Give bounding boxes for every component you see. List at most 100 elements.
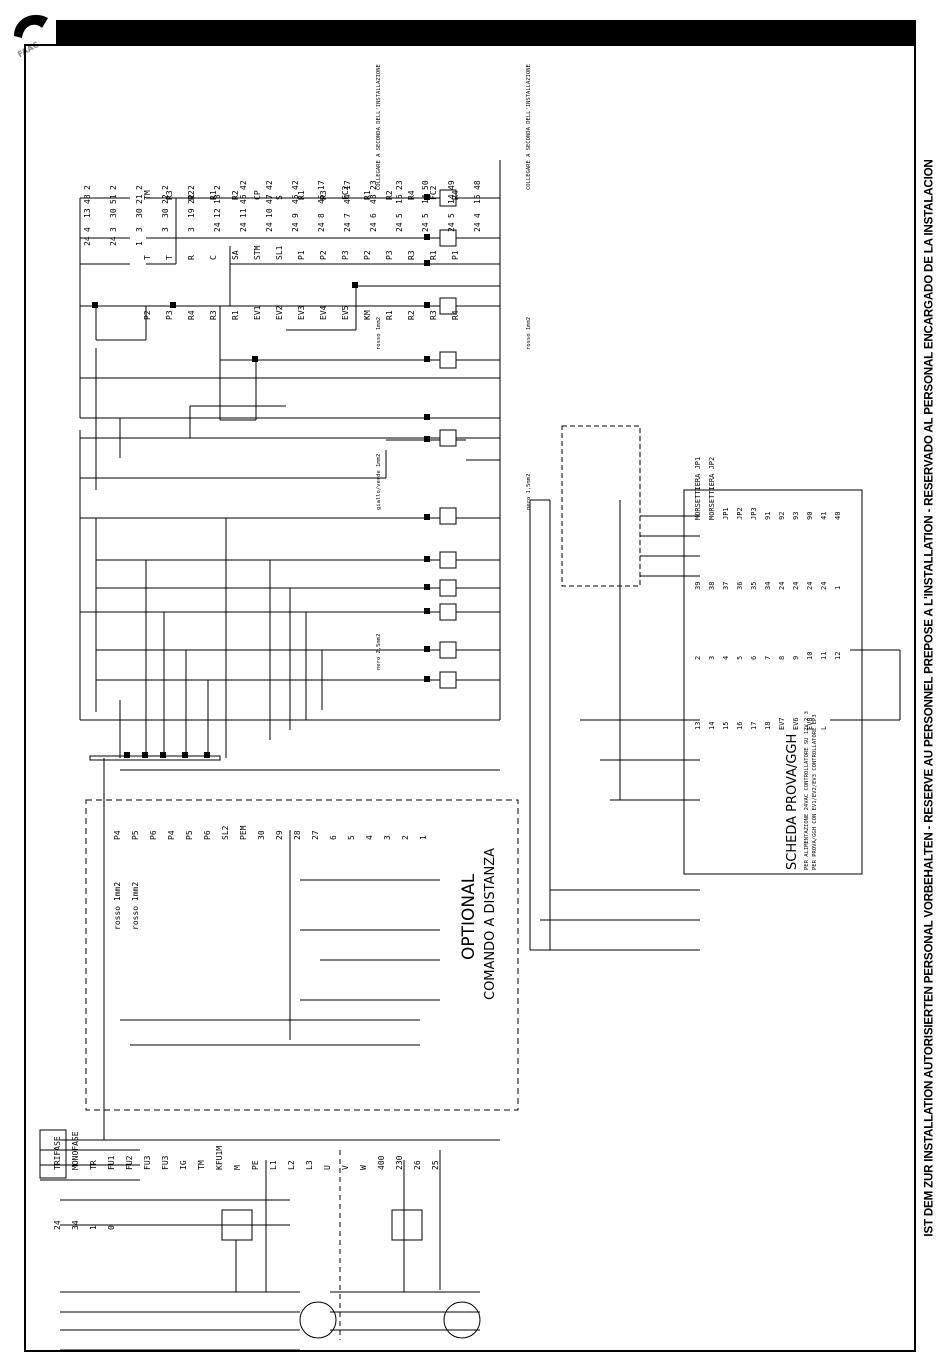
board-label: 36 [736, 582, 744, 590]
board-label: EV8 [806, 717, 814, 730]
net-label: 45 [291, 194, 300, 204]
optional-label: 2 [401, 835, 410, 840]
components-label: R1 [297, 190, 306, 200]
net-label: 24 [369, 222, 378, 232]
net-label: 3 [109, 227, 118, 232]
net-label: 30 [135, 208, 144, 218]
net-label: 13 [83, 208, 92, 218]
component-boxes [439, 189, 457, 689]
power-label: 34 [71, 1220, 80, 1230]
optional-label: rosso 1mm2 [131, 882, 140, 930]
net-label: 3 [135, 227, 144, 232]
optional-label: P5 [185, 830, 194, 840]
board-label: 35 [750, 582, 758, 590]
net-label: 14 [421, 194, 430, 204]
components-label: T [165, 255, 174, 260]
net-label: 18 [213, 194, 222, 204]
power-label: IG [179, 1160, 188, 1170]
net-label: 24 [395, 222, 404, 232]
board-label: 12 [834, 652, 842, 660]
components-label: EV3 [297, 305, 306, 320]
board-label: JP2 [736, 507, 744, 520]
board-label: 6 [750, 656, 758, 660]
power-label: 24 [53, 1220, 62, 1230]
net-label: 42 [291, 180, 300, 190]
power-label: FU3 [161, 1155, 170, 1170]
optional-label: P4 [167, 830, 176, 840]
net-label: 48 [473, 180, 482, 190]
power-label: PE [251, 1160, 260, 1170]
board-label: MORSETTIERA JP2 [708, 457, 716, 520]
board-label: 91 [764, 512, 772, 520]
net-label: 16 [395, 194, 404, 204]
optional-subtitle: COMANDO A DISTANZA [483, 848, 498, 1000]
net-label: 43 [369, 194, 378, 204]
optional-label: SL2 [221, 825, 230, 840]
power-label: W [359, 1165, 368, 1170]
small-notes-label: COLLEGARE A SECONDA DELL'INSTALLAZIONE [376, 64, 382, 190]
net-label: 22 [187, 194, 196, 204]
power-label: KFU1M [215, 1146, 224, 1170]
power-label: V [341, 1165, 350, 1170]
net-label: 1 [135, 241, 144, 246]
net-label: 2 [213, 185, 222, 190]
components-label: SA [231, 250, 240, 260]
optional-label: 28 [293, 830, 302, 840]
board-label: 1 [834, 586, 842, 590]
net-label: 7 [343, 213, 352, 218]
components-label: R4 [407, 190, 416, 200]
net-label: 3 [161, 227, 170, 232]
net-label: 2 [161, 185, 170, 190]
net-label: 46 [239, 194, 248, 204]
optional-title: OPTIONAL [459, 873, 479, 960]
components-label: CP [253, 190, 262, 200]
board-label: 10 [806, 652, 814, 660]
net-label: 5 [447, 213, 456, 218]
net-label: 19 [187, 208, 196, 218]
components-label: R1 [429, 250, 438, 260]
board-label: 16 [736, 722, 744, 730]
net-label: 24 [109, 236, 118, 246]
optional-label: P5 [131, 830, 140, 840]
net-label: 22 [161, 194, 170, 204]
components-label: FC2 [341, 185, 350, 200]
components-label: R [187, 255, 196, 260]
net-label: 24 [291, 222, 300, 232]
net-label: 5 [395, 213, 404, 218]
components-label: T [143, 255, 152, 260]
net-label: 48 [83, 194, 92, 204]
components-label: R3 [165, 190, 174, 200]
optional-label: 1 [419, 835, 428, 840]
net-label: 49 [447, 180, 456, 190]
net-label: 42 [265, 180, 274, 190]
power-label: 0 [107, 1225, 116, 1230]
board-label: 2 [694, 656, 702, 660]
net-label: 47 [265, 194, 274, 204]
net-label: 23 [395, 180, 404, 190]
components-label: R3 [209, 310, 218, 320]
net-label: 6 [369, 213, 378, 218]
components-label: R4 [187, 310, 196, 320]
optional-label: rosso 1mm2 [113, 882, 122, 930]
net-label: 42 [239, 180, 248, 190]
components-label: R2 [407, 310, 416, 320]
optional-label: PEM [239, 825, 248, 840]
power-label: 1 [89, 1225, 98, 1230]
power-label: MONOFASE [71, 1131, 80, 1170]
net-label: 24 [83, 236, 92, 246]
net-label: 24 [213, 222, 222, 232]
board-label: 41 [820, 512, 828, 520]
net-label: 17 [317, 180, 326, 190]
board-label: 9 [792, 656, 800, 660]
optional-label: 6 [329, 835, 338, 840]
board-label: 40 [834, 512, 842, 520]
components-label: P3 [385, 250, 394, 260]
small-notes-label: nero 2,5mm2 [376, 634, 382, 670]
net-label: 21 [135, 194, 144, 204]
optional-label: 3 [383, 835, 392, 840]
net-label: 24 [265, 222, 274, 232]
board-label: 14 [708, 722, 716, 730]
power-label: TRIFASE [53, 1136, 62, 1170]
net-label: 11 [239, 208, 248, 218]
components-label: P2 [143, 310, 152, 320]
